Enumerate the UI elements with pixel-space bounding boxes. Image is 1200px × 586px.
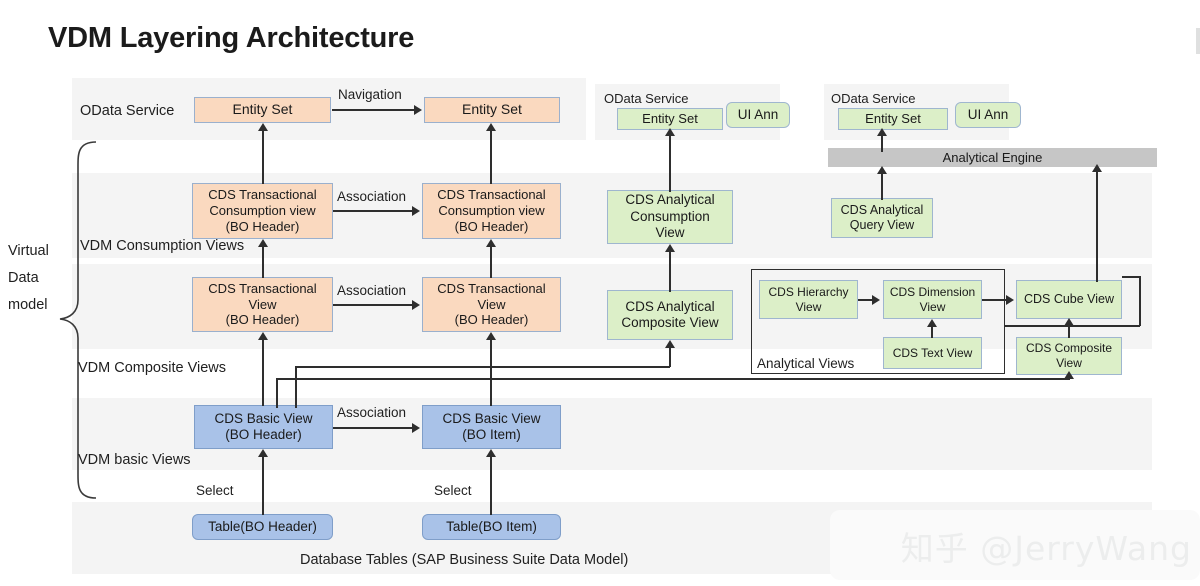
analytical-query-to-engine-arrow bbox=[877, 166, 887, 174]
cds-transactional-view-1[interactable]: CDS Transactional View (BO Header) bbox=[192, 277, 333, 332]
text-to-dimension-line bbox=[931, 324, 933, 338]
consumption-to-entityset-arrow-left bbox=[258, 123, 268, 131]
association-arrow-head-basic bbox=[412, 423, 420, 433]
association-arrow-line-composite bbox=[333, 304, 414, 306]
navigation-arrow-line bbox=[332, 109, 416, 111]
vdm-basic-band-label: VDM basic Views bbox=[78, 452, 191, 468]
cds-analytical-consumption-view[interactable]: CDS Analytical Consumption View bbox=[607, 190, 733, 244]
association-label-composite: Association bbox=[337, 283, 407, 298]
basic-to-analytical-composite-riser bbox=[295, 366, 297, 408]
association-arrow-line-consumption bbox=[333, 210, 414, 212]
consumption-to-entityset-line-right bbox=[490, 129, 492, 184]
basic-header-to-transactional-arrow bbox=[258, 332, 268, 340]
cds-hierarchy-view[interactable]: CDS Hierarchy View bbox=[759, 280, 858, 319]
association-arrow-head-consumption bbox=[412, 206, 420, 216]
vdm-consumption-band-label: VDM Consumption Views bbox=[80, 238, 245, 254]
dimension-to-cube-line bbox=[982, 299, 1008, 301]
hierarchy-to-dimension-line bbox=[858, 299, 874, 301]
database-tables-band-label: Database Tables (SAP Business Suite Data… bbox=[300, 552, 629, 568]
odata-service-label-3: OData Service bbox=[831, 91, 916, 106]
association-label-consumption: Association bbox=[337, 189, 407, 204]
table-header-to-basic-view-line bbox=[262, 455, 264, 515]
cds-transactional-consumption-view-2[interactable]: CDS Transactional Consumption view (BO H… bbox=[422, 183, 561, 239]
table-bo-item[interactable]: Table(BO Item) bbox=[422, 514, 561, 540]
composite-to-cube-arrow bbox=[1064, 318, 1074, 326]
entity-set-box-1[interactable]: Entity Set bbox=[194, 97, 331, 123]
select-label-2: Select bbox=[434, 483, 472, 498]
analytical-composite-to-consumption-line bbox=[669, 250, 671, 292]
cds-transactional-view-2[interactable]: CDS Transactional View (BO Header) bbox=[422, 277, 561, 332]
analytical-query-to-engine-line bbox=[881, 172, 883, 200]
cube-loop-top-line bbox=[1122, 276, 1140, 278]
basic-to-cds-composite-run bbox=[276, 378, 1070, 380]
table-header-to-basic-view-arrow bbox=[258, 449, 268, 457]
edge-marker bbox=[1196, 28, 1200, 54]
cds-composite-view[interactable]: CDS Composite View bbox=[1016, 337, 1122, 375]
consumption-to-entityset-line-left bbox=[262, 129, 264, 184]
cds-cube-view[interactable]: CDS Cube View bbox=[1016, 280, 1122, 319]
cube-to-engine-line bbox=[1096, 170, 1098, 282]
analytical-views-frame bbox=[751, 269, 1005, 374]
entity-set-box-3[interactable]: Entity Set bbox=[617, 108, 723, 130]
entity-set-box-2[interactable]: Entity Set bbox=[424, 97, 560, 123]
transactional-to-consumption-line-left bbox=[262, 245, 264, 278]
odata-service-label-2: OData Service bbox=[604, 91, 689, 106]
table-item-to-basic-view-arrow bbox=[486, 449, 496, 457]
basic-to-cds-composite-riser bbox=[276, 378, 278, 408]
basic-item-to-transactional-arrow bbox=[486, 332, 496, 340]
dimension-to-cube-arrow bbox=[1006, 295, 1014, 305]
basic-item-to-transactional-line bbox=[490, 338, 492, 406]
cds-analytical-query-view[interactable]: CDS Analytical Query View bbox=[831, 198, 933, 238]
virtual-data-model-brace bbox=[59, 141, 97, 499]
basic-to-analytical-composite-run bbox=[295, 366, 670, 368]
analytical-views-frame-label: Analytical Views bbox=[757, 356, 855, 371]
cds-dimension-view[interactable]: CDS Dimension View bbox=[883, 280, 982, 319]
cube-to-engine-arrow bbox=[1092, 164, 1102, 172]
association-arrow-line-basic bbox=[333, 427, 414, 429]
cds-basic-view-bo-item[interactable]: CDS Basic View (BO Item) bbox=[422, 405, 561, 449]
engine-to-entityset-line bbox=[881, 134, 883, 152]
navigation-label: Navigation bbox=[338, 87, 402, 102]
transactional-to-consumption-line-right bbox=[490, 245, 492, 278]
ui-annotation-box-1[interactable]: UI Ann bbox=[726, 102, 790, 128]
basic-to-analytical-composite-drop bbox=[669, 346, 671, 367]
analytical-consumption-to-entityset-line bbox=[669, 134, 671, 192]
text-to-dimension-arrow bbox=[927, 319, 937, 327]
watermark: 知乎 @JerryWang bbox=[900, 529, 1192, 568]
association-label-basic: Association bbox=[337, 405, 407, 420]
analytical-engine-bar: Analytical Engine bbox=[828, 148, 1157, 167]
composite-to-cube-line bbox=[1068, 324, 1070, 338]
basic-header-to-transactional-line bbox=[262, 338, 264, 406]
consumption-to-entityset-arrow-right bbox=[486, 123, 496, 131]
basic-to-analytical-composite-arrow bbox=[665, 340, 675, 348]
vdm-composite-band-label: VDM Composite Views bbox=[78, 360, 227, 376]
select-label-1: Select bbox=[196, 483, 234, 498]
transactional-to-consumption-arrow-right bbox=[486, 239, 496, 247]
cube-loop-right-line bbox=[1139, 276, 1141, 326]
basic-to-cds-composite-arrow bbox=[1064, 371, 1074, 379]
page-title: VDM Layering Architecture bbox=[48, 22, 415, 54]
analytical-consumption-to-entityset-arrow bbox=[665, 128, 675, 136]
table-item-to-basic-view-line bbox=[490, 455, 492, 515]
analytical-composite-to-consumption-arrow bbox=[665, 244, 675, 252]
engine-to-entityset-arrow bbox=[877, 128, 887, 136]
cube-loop-bottom-line bbox=[1005, 325, 1140, 327]
cds-basic-view-bo-header[interactable]: CDS Basic View (BO Header) bbox=[194, 405, 333, 449]
hierarchy-to-dimension-arrow bbox=[872, 295, 880, 305]
cds-analytical-composite-view[interactable]: CDS Analytical Composite View bbox=[607, 290, 733, 340]
transactional-to-consumption-arrow-left bbox=[258, 239, 268, 247]
entity-set-box-4[interactable]: Entity Set bbox=[838, 108, 948, 130]
watermark-backdrop bbox=[830, 510, 1200, 580]
cds-transactional-consumption-view-1[interactable]: CDS Transactional Consumption view (BO H… bbox=[192, 183, 333, 239]
navigation-arrow-head bbox=[414, 105, 422, 115]
ui-annotation-box-2[interactable]: UI Ann bbox=[955, 102, 1021, 128]
association-arrow-head-composite bbox=[412, 300, 420, 310]
odata-service-left-label: OData Service bbox=[80, 103, 175, 119]
cds-text-view[interactable]: CDS Text View bbox=[883, 337, 982, 369]
virtual-data-model-label: Virtual Data model bbox=[8, 243, 49, 313]
table-bo-header[interactable]: Table(BO Header) bbox=[192, 514, 333, 540]
